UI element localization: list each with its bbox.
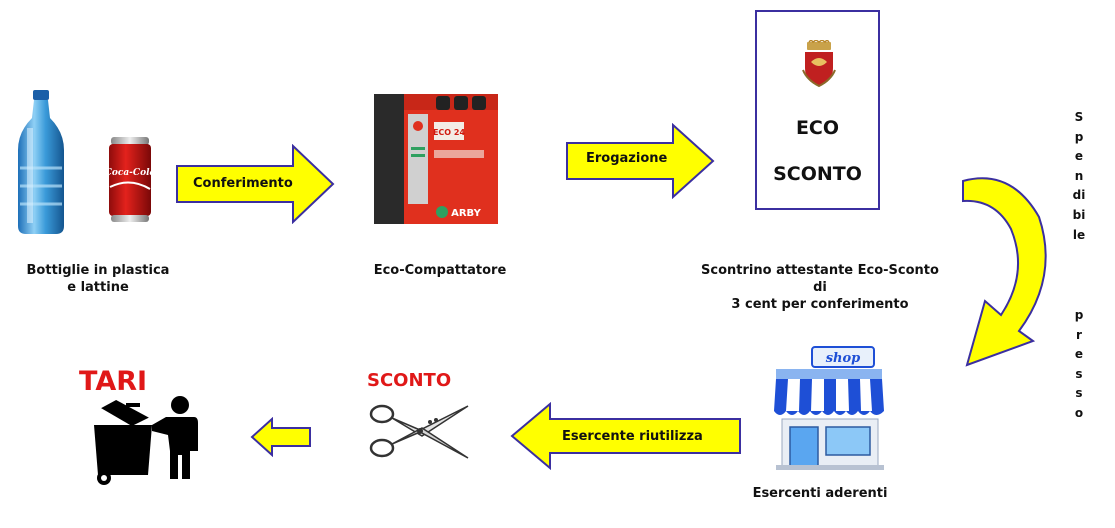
waste-bin-person-icon <box>94 396 198 485</box>
side-text-word1: Spendibile <box>1072 110 1086 242</box>
conferimento-label: Conferimento <box>193 176 293 191</box>
can-brand-text: Coca-Cola <box>107 168 153 178</box>
sconto-title: SCONTO <box>367 370 452 391</box>
voucher-line2: SCONTO <box>773 163 862 185</box>
soda-can-icon: Coca-Cola <box>107 137 153 222</box>
compactor-label: Eco-Compattatore <box>373 263 507 278</box>
bottles-label: Bottiglie in plastica e lattine <box>26 263 170 295</box>
erogazione-label: Erogazione <box>586 151 668 166</box>
eco-sconto-voucher: ECO SCONTO <box>755 10 880 210</box>
machine-display-text: ECO 24 <box>433 128 465 137</box>
plastic-bottle-icon <box>18 90 64 234</box>
shop-sign-text: shop <box>826 351 861 366</box>
receipt-label: Scontrino attestante Eco-Sconto di 3 cen… <box>701 263 939 312</box>
small-left-arrow <box>250 417 311 457</box>
curved-arrow <box>962 177 1047 367</box>
shop-icon: shop <box>774 346 884 470</box>
erogazione-arrow <box>566 123 715 199</box>
scissors-icon <box>369 404 469 459</box>
side-text-word2: presso <box>1074 308 1084 420</box>
esercente-arrow <box>510 402 741 470</box>
esercente-label: Esercente riutilizza <box>562 429 703 444</box>
machine-brand-text: ARBY <box>451 208 482 219</box>
shop-label: Esercenti aderenti <box>752 486 888 501</box>
municipal-crest-icon <box>802 40 836 88</box>
eco-compactor-icon: ECO 24 ARBY <box>374 94 498 224</box>
voucher-line1: ECO <box>795 117 840 139</box>
conferimento-arrow <box>176 144 335 224</box>
tari-label: TARI <box>79 366 148 397</box>
